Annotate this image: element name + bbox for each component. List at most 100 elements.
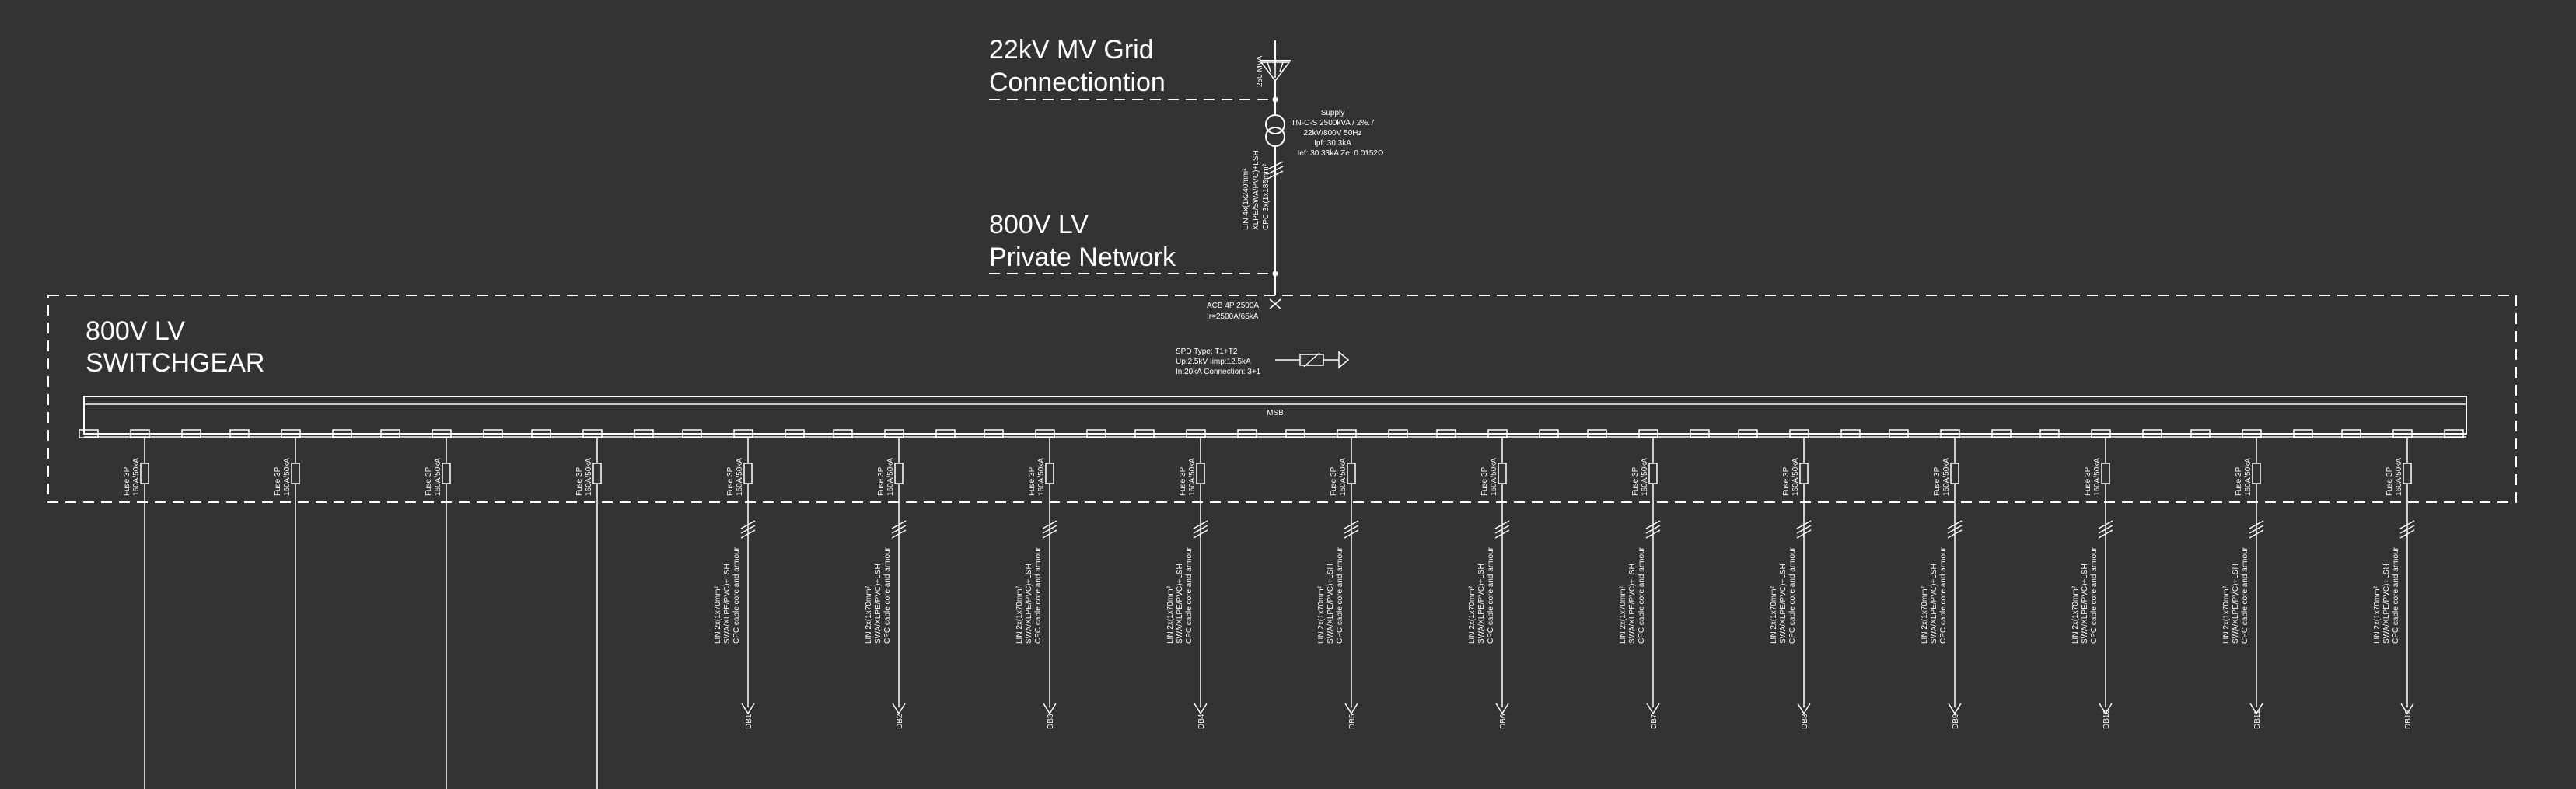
fuse-label-2: 160A/50kA bbox=[1942, 458, 1951, 496]
fuse-icon bbox=[894, 463, 904, 484]
spd-icon bbox=[1299, 351, 1350, 369]
fuse-label-1: Fuse 3P bbox=[1933, 466, 1942, 496]
main-busbar bbox=[83, 396, 2467, 435]
arrow-head-icon bbox=[2249, 703, 2263, 715]
arrow-head-icon bbox=[1797, 703, 1811, 715]
arrow-head-icon bbox=[1646, 703, 1660, 715]
fuse-label-1: Fuse 3P bbox=[877, 466, 886, 496]
transformer-label-3: 22kV/800V 50Hz bbox=[1303, 129, 1361, 138]
cable-marker-icon bbox=[740, 529, 756, 539]
busbar-terminal-box bbox=[833, 429, 853, 438]
cable-marker-icon bbox=[1494, 520, 1510, 529]
fuse-label-1: Fuse 3P bbox=[2235, 466, 2243, 496]
busbar-terminal-box bbox=[984, 429, 1004, 438]
fuse-label-1: Fuse 3P bbox=[726, 466, 735, 496]
cable-marker-icon bbox=[1193, 529, 1208, 539]
fuse-label-2: 160A/50kA bbox=[1490, 458, 1498, 496]
busbar-terminal-box bbox=[1690, 429, 1710, 438]
arrow-head-icon bbox=[2099, 703, 2113, 715]
busbar-terminal-box bbox=[1587, 429, 1607, 438]
cable-label-1: LIN 2x(1x70mm² bbox=[1166, 585, 1175, 644]
cable-label-3: CPC cable core and armour bbox=[1939, 546, 1948, 644]
cable-label-3: CPC cable core and armour bbox=[2392, 546, 2400, 644]
cable-label-1: LIN 2x(1x70mm² bbox=[1770, 585, 1778, 644]
fuse-label-1: Fuse 3P bbox=[123, 466, 131, 496]
lv-network-title-line2: Private Network bbox=[989, 243, 1176, 272]
cable-label-2: SWA/XLPE/PVC)+LSH bbox=[723, 564, 732, 644]
busbar-terminal-box bbox=[2444, 429, 2464, 438]
fuse-label-2: 160A/50kA bbox=[2093, 458, 2102, 496]
switchgear-title-line2: SWITCHGEAR bbox=[86, 348, 264, 378]
switchgear-enclosure bbox=[47, 295, 2517, 503]
fuse-label-2: 160A/50kA bbox=[585, 458, 593, 496]
busbar-terminal-box bbox=[2091, 429, 2111, 438]
feeder-end-label: DB11 bbox=[2253, 710, 2262, 729]
fuse-label-2: 160A/50kA bbox=[132, 458, 141, 496]
busbar-terminal-box bbox=[582, 429, 603, 438]
cable-marker-icon bbox=[1796, 525, 1812, 534]
busbar-terminal-box bbox=[935, 429, 956, 438]
cable-marker-icon bbox=[1645, 529, 1661, 539]
grid-source-rating: 250 MVA bbox=[1256, 55, 1264, 87]
fuse-icon bbox=[1799, 463, 1809, 484]
supply-cable-marker-icon bbox=[1267, 161, 1284, 180]
busbar-terminal-box bbox=[1889, 429, 1909, 438]
fuse-icon bbox=[2252, 463, 2261, 484]
cable-label-3: CPC cable core and armour bbox=[2090, 546, 2099, 644]
feeder-end-label: DB8 bbox=[1801, 714, 1809, 729]
cable-label-2: SWA/XLPE/PVC)+LSH bbox=[874, 564, 883, 644]
cable-label-2: SWA/XLPE/PVC)+LSH bbox=[2382, 564, 2391, 644]
cable-label-2: SWA/XLPE/PVC)+LSH bbox=[2232, 564, 2240, 644]
busbar-terminal-box bbox=[531, 429, 551, 438]
cable-label-2: SWA/XLPE/PVC)+LSH bbox=[1779, 564, 1788, 644]
fuse-icon bbox=[1498, 463, 1507, 484]
fuse-label-1: Fuse 3P bbox=[1028, 466, 1036, 496]
busbar-terminal-box bbox=[1840, 429, 1861, 438]
busbar-terminal-box bbox=[1991, 429, 2012, 438]
cable-label-1: LIN 2x(1x70mm² bbox=[714, 585, 722, 644]
busbar-terminal-box bbox=[2142, 429, 2162, 438]
busbar-terminal-box bbox=[1388, 429, 1408, 438]
cable-marker-icon bbox=[2399, 520, 2415, 529]
spd-label-3: In:20kA Connection: 3+1 bbox=[1176, 368, 1261, 376]
supply-cable-label-2: XLPE/SWA/PVC)+LSH bbox=[1252, 150, 1260, 230]
cable-marker-icon bbox=[2249, 525, 2264, 534]
cable-label-3: CPC cable core and armour bbox=[1788, 546, 1797, 644]
busbar-terminal-box bbox=[432, 429, 452, 438]
fuse-label-1: Fuse 3P bbox=[2084, 466, 2092, 496]
busbar-terminal-box bbox=[634, 429, 654, 438]
feeder-end-label: DB9 bbox=[1952, 714, 1960, 729]
busbar-terminal-box bbox=[2341, 429, 2361, 438]
transformer-label-5: Ief: 30.33kA Ze: 0.0152Ω bbox=[1298, 149, 1384, 158]
cable-marker-icon bbox=[891, 520, 907, 529]
cable-marker-icon bbox=[1947, 529, 1963, 539]
arrow-head-icon bbox=[1194, 703, 1208, 715]
busbar-terminal-box bbox=[1638, 429, 1658, 438]
arrow-head-icon bbox=[1495, 703, 1509, 715]
grid-source-icon bbox=[1260, 40, 1291, 82]
fuse-label-2: 160A/50kA bbox=[736, 458, 744, 496]
cable-label-1: LIN 2x(1x70mm² bbox=[2373, 585, 2382, 644]
cable-label-3: CPC cable core and armour bbox=[1638, 546, 1646, 644]
fuse-icon bbox=[1347, 463, 1356, 484]
cable-label-1: LIN 2x(1x70mm² bbox=[2222, 585, 2231, 644]
cable-marker-icon bbox=[2249, 520, 2264, 529]
busbar-terminal-box bbox=[1237, 429, 1257, 438]
cable-label-1: LIN 2x(1x70mm² bbox=[1015, 585, 1024, 644]
cable-marker-icon bbox=[1796, 529, 1812, 539]
busbar-terminal-box bbox=[1337, 429, 1357, 438]
fuse-label-1: Fuse 3P bbox=[1631, 466, 1640, 496]
cable-label-3: CPC cable core and armour bbox=[1185, 546, 1194, 644]
arrow-head-icon bbox=[1948, 703, 1962, 715]
cable-marker-icon bbox=[2399, 529, 2415, 539]
cable-label-3: CPC cable core and armour bbox=[1336, 546, 1344, 644]
fuse-label-1: Fuse 3P bbox=[1782, 466, 1791, 496]
fuse-icon bbox=[1045, 463, 1054, 484]
cable-marker-icon bbox=[740, 520, 756, 529]
cable-marker-icon bbox=[2098, 529, 2113, 539]
cable-label-3: CPC cable core and armour bbox=[1487, 546, 1495, 644]
cable-marker-icon bbox=[1344, 529, 1359, 539]
supply-cable-label-1: LIN 4x(1x240mm² bbox=[1242, 168, 1250, 230]
